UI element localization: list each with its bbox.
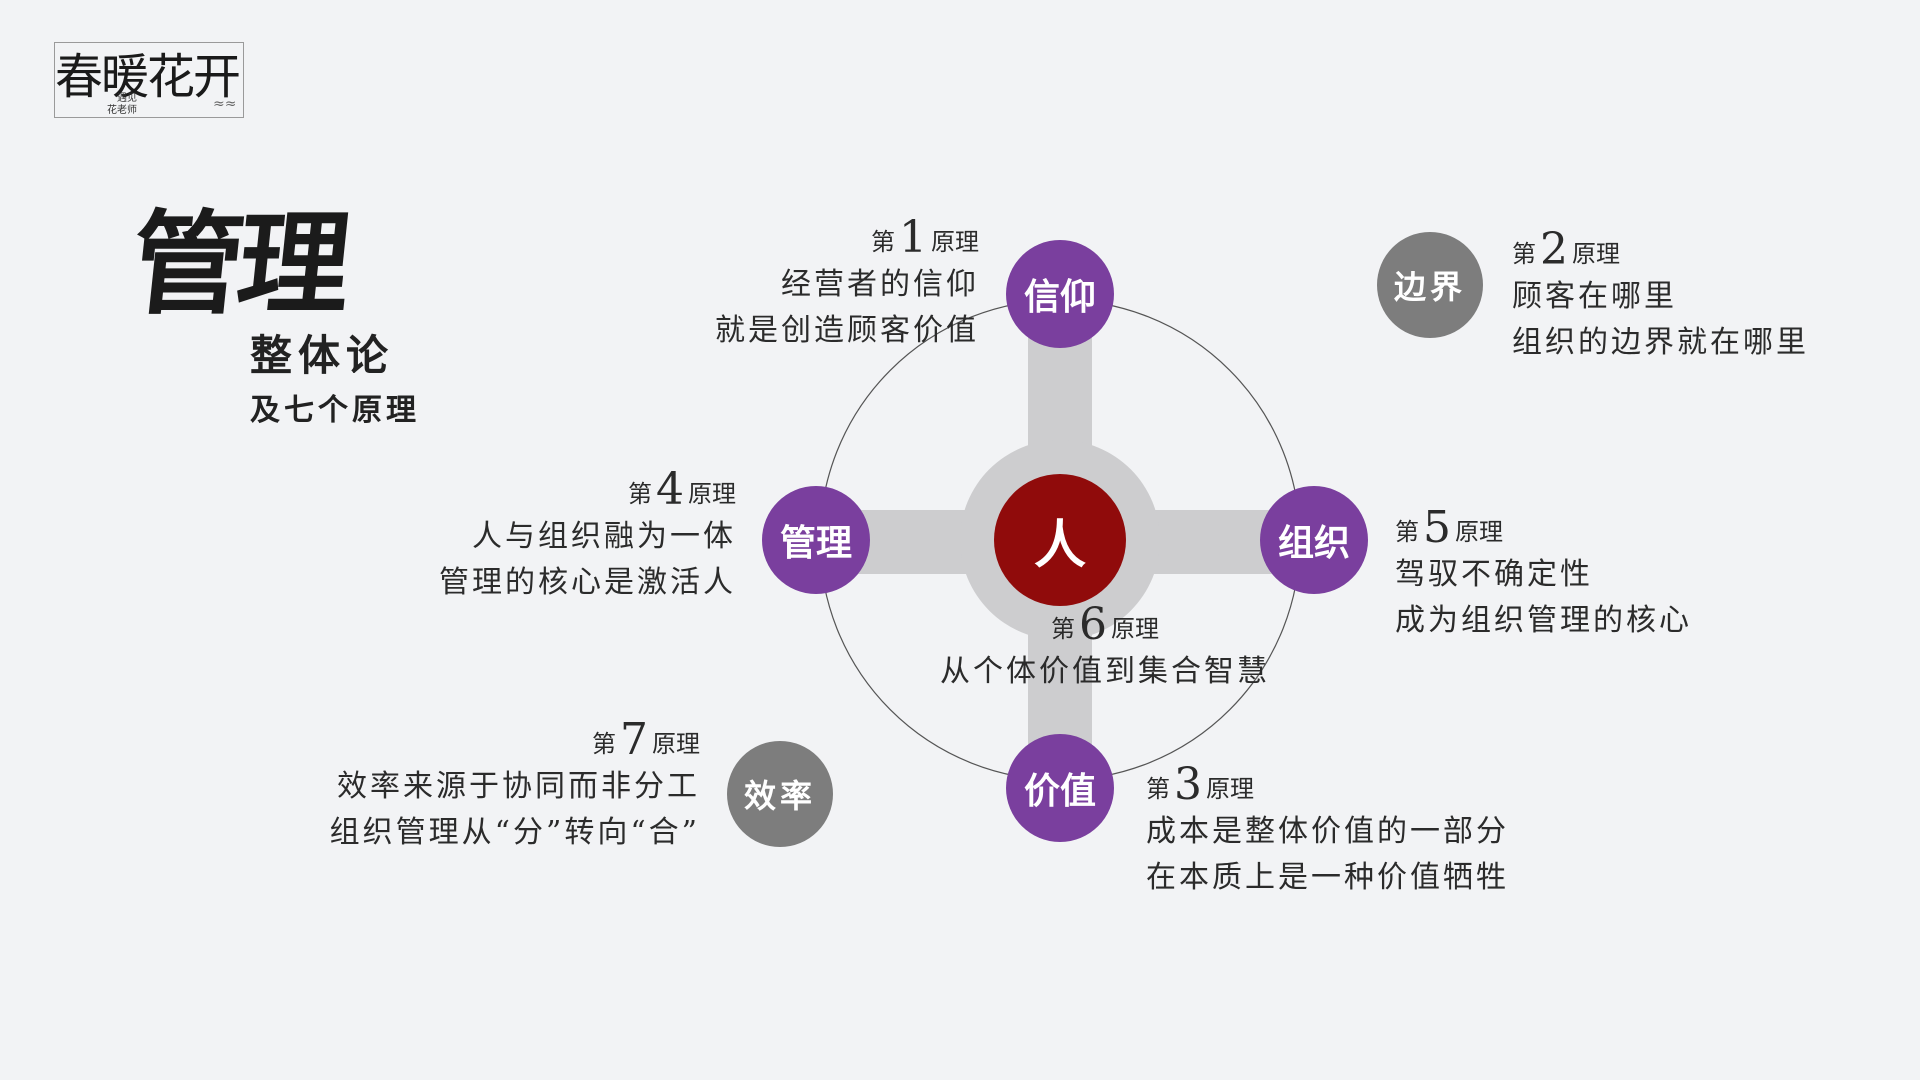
- principle-text: 管理的核心是激活人: [439, 565, 736, 600]
- node-value: 价值: [1006, 734, 1114, 842]
- principle-text: 人与组织融为一体: [472, 519, 736, 554]
- principle-text: 组织管理从“分”转向“合”: [329, 815, 700, 850]
- node-boundary: 边界: [1377, 232, 1483, 338]
- logo-subtext: 遇见 花老师: [107, 93, 137, 116]
- principle-number: 2: [1540, 224, 1568, 275]
- principle-text: 组织的边界就在哪里: [1512, 325, 1809, 360]
- node-belief: 信仰: [1006, 240, 1114, 348]
- principle-number: 4: [656, 464, 684, 515]
- principle-number: 1: [899, 212, 927, 263]
- principle-text: 成为组织管理的核心: [1395, 603, 1692, 638]
- node-management: 管理: [762, 486, 870, 594]
- center-node-people: 人: [994, 474, 1126, 606]
- page-subtitle-secondary: 及七个原理: [250, 393, 420, 428]
- principle-number: 7: [620, 714, 648, 765]
- node-organization: 组织: [1260, 486, 1368, 594]
- principle-text: 顾客在哪里: [1512, 279, 1677, 314]
- principle-text: 经营者的信仰: [781, 267, 979, 302]
- logo-text: 春暖花开: [55, 49, 241, 105]
- principle-number: 5: [1423, 502, 1451, 553]
- principle-text: 在本质上是一种价值牺牲: [1146, 860, 1509, 895]
- principle-number: 3: [1174, 759, 1202, 810]
- principle-text: 就是创造顾客价值: [715, 313, 979, 348]
- page-subtitle: 整体论: [250, 331, 395, 380]
- principle-text: 成本是整体价值的一部分: [1146, 814, 1509, 849]
- node-efficiency: 效率: [727, 741, 833, 847]
- principle-text: 从个体价值到集合智慧: [940, 654, 1270, 689]
- logo-wave-icon: ≈≈: [213, 96, 237, 112]
- logo: 春暖花开 遇见 花老师 ≈≈: [54, 42, 244, 118]
- principle-text: 驾驭不确定性: [1395, 557, 1593, 592]
- principle-text: 效率来源于协同而非分工: [337, 769, 700, 804]
- principle-number: 6: [1079, 599, 1107, 650]
